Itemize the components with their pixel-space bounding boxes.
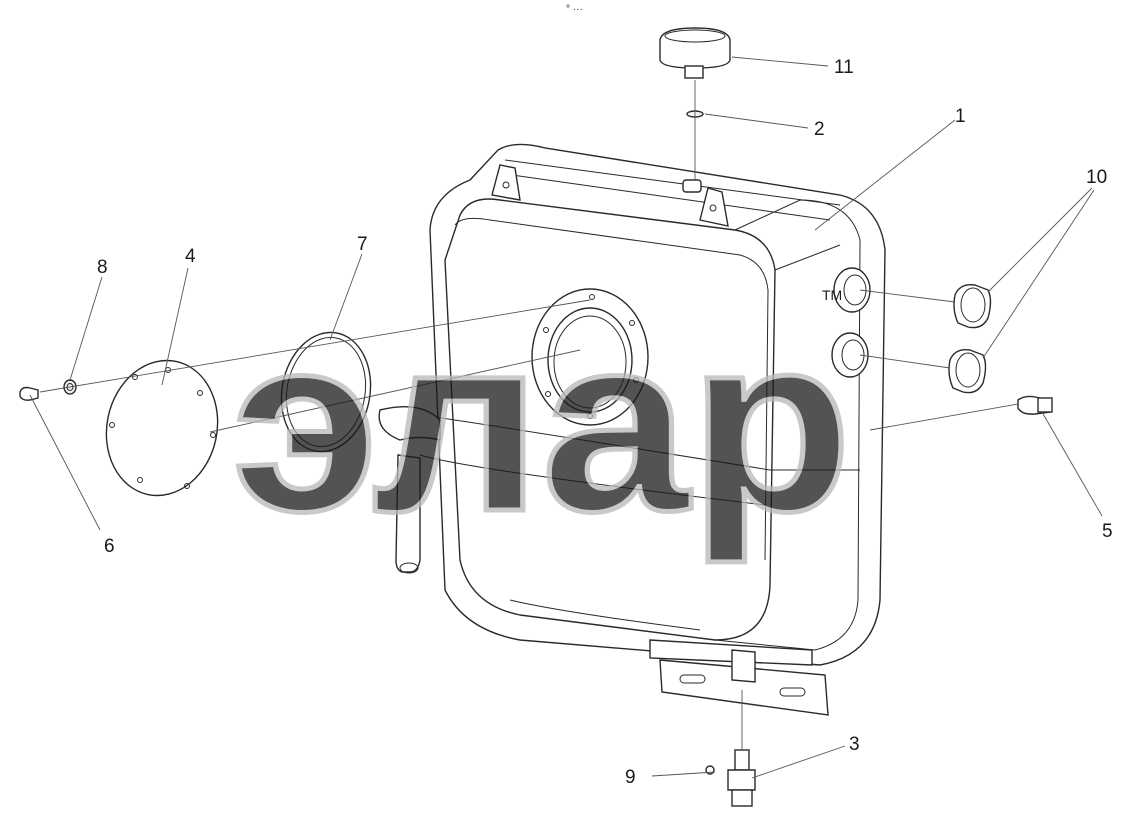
- callout-1: 1: [955, 106, 966, 127]
- callout-leaders: [29, 56, 1103, 779]
- top-bracket-left: [491, 164, 521, 201]
- sender-flange: [531, 288, 649, 426]
- plug-lower: [948, 349, 987, 394]
- drain-fitting: [727, 749, 756, 807]
- callout-8: 8: [97, 257, 108, 278]
- cover-plate: [105, 359, 219, 497]
- top-bracket-right: [699, 187, 729, 227]
- top-marker: ° ···: [566, 4, 583, 15]
- callout-3: 3: [849, 734, 860, 755]
- watermark-tm: TM: [822, 287, 842, 303]
- plug-upper: [953, 284, 992, 329]
- tank-body: [419, 143, 886, 666]
- callout-10: 10: [1086, 167, 1107, 188]
- gasket-ring: [280, 331, 372, 453]
- callout-numbers: 1 2 3 4 5 6 7 8 9 10 11: [97, 57, 1113, 788]
- filler-cap: [659, 27, 731, 79]
- side-port-upper: [833, 267, 871, 313]
- callout-6: 6: [104, 536, 115, 557]
- side-port-lower: [831, 332, 869, 378]
- callout-7: 7: [357, 234, 368, 255]
- callout-5: 5: [1102, 521, 1113, 542]
- watermark: элар TM: [230, 282, 855, 566]
- screw: [19, 386, 39, 401]
- level-sensor: [1017, 395, 1053, 415]
- assembly-lines: [39, 80, 1019, 750]
- watermark-text: элар: [232, 284, 852, 563]
- outlet-pipe: [378, 405, 441, 574]
- callout-9: 9: [625, 767, 636, 788]
- bottom-bracket: [649, 639, 829, 716]
- callout-4: 4: [185, 246, 196, 267]
- callout-2: 2: [814, 119, 825, 140]
- filler-neck: [682, 179, 702, 193]
- callout-11: 11: [834, 57, 854, 78]
